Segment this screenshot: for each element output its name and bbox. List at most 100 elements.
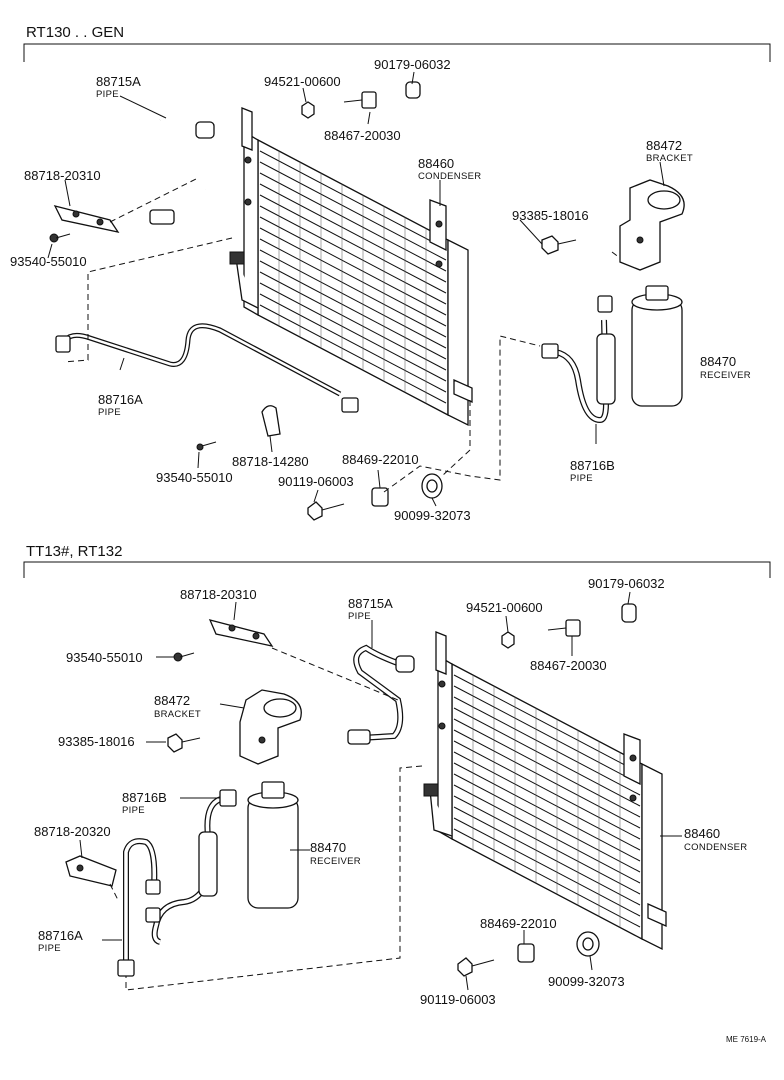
condenser-fin xyxy=(259,150,447,250)
part-number: 88470 xyxy=(310,840,346,855)
condenser-fin xyxy=(453,718,641,818)
part-number: 88716A xyxy=(38,928,83,943)
leader-line xyxy=(589,955,593,971)
pipe-88715a xyxy=(149,116,215,225)
leader-line xyxy=(109,883,119,901)
condenser-fin xyxy=(453,674,641,774)
condenser-fin xyxy=(259,227,447,327)
pipe-fitting xyxy=(423,783,439,797)
part-name: BRACKET xyxy=(154,709,201,720)
clamp-88718-20310 xyxy=(208,619,274,647)
collar-88469-22010 xyxy=(517,943,535,963)
section-bracket xyxy=(23,561,771,578)
leader-line xyxy=(431,497,437,507)
section-rt130: RT130 . . GEN xyxy=(10,24,771,523)
leader-line xyxy=(377,469,381,489)
section-title: TT13#, RT132 xyxy=(26,543,122,560)
drawing-code: ME 7619-A xyxy=(726,1035,767,1044)
leader-line xyxy=(119,357,125,371)
leader-line xyxy=(63,237,233,363)
bolt-93385-18016 xyxy=(541,235,577,255)
grommet-90179-06032 xyxy=(621,603,637,623)
condenser-fin xyxy=(259,271,447,371)
leader-line xyxy=(505,615,509,633)
part-number: 88467-20030 xyxy=(324,128,401,143)
bolt-90119-06003 xyxy=(457,957,495,977)
condenser-fin xyxy=(453,751,641,851)
condenser-fin xyxy=(453,784,641,884)
part-number: 90099-32073 xyxy=(394,508,471,523)
condenser-fin xyxy=(453,773,641,873)
condenser-88460 xyxy=(435,631,667,951)
part-number: 93540-55010 xyxy=(66,650,143,665)
part-name: CONDENSER xyxy=(684,842,747,853)
part-number: 93385-18016 xyxy=(58,734,135,749)
pipe-88715a xyxy=(347,644,415,745)
part-number: 88460 xyxy=(418,156,454,171)
bracket-88472 xyxy=(239,689,302,765)
leader-line xyxy=(233,601,237,621)
bolt-90119-06003 xyxy=(307,501,345,521)
section-tt13-rt132: TT13#, RT132 xyxy=(23,543,771,1007)
part-name: PIPE xyxy=(122,805,145,816)
part-name: CONDENSER xyxy=(418,171,481,182)
condenser-fin xyxy=(453,740,641,840)
bolt-93540-55010 xyxy=(173,652,195,662)
part-number: 88469-22010 xyxy=(342,452,419,467)
condenser-fin xyxy=(259,172,447,272)
part-number: 88718-20310 xyxy=(180,587,257,602)
clamp-88718-20320 xyxy=(65,855,117,887)
part-number: 88718-14280 xyxy=(232,454,309,469)
leader-line xyxy=(64,179,71,207)
part-name: PIPE xyxy=(98,407,121,418)
condenser-outlet-pipe xyxy=(235,257,259,309)
part-number: 90179-06032 xyxy=(588,576,665,591)
part-number: 88718-20320 xyxy=(34,824,111,839)
part-number: 93540-55010 xyxy=(10,254,87,269)
nut-94521-00600 xyxy=(501,631,515,649)
condenser-fin xyxy=(453,795,641,895)
part-number: 90119-06003 xyxy=(278,474,354,489)
leader-line xyxy=(219,703,245,709)
part-number: 88716A xyxy=(98,392,143,407)
part-number: 94521-00600 xyxy=(264,74,341,89)
condenser-fin xyxy=(259,183,447,283)
leader-line xyxy=(627,591,631,605)
leader-line xyxy=(465,975,469,991)
bracket-88472 xyxy=(619,179,685,271)
leader-line xyxy=(197,451,200,469)
part-number: 88718-20310 xyxy=(24,168,101,183)
part-name: PIPE xyxy=(38,943,61,954)
leader-line xyxy=(79,839,83,859)
bolt-93385-18016 xyxy=(167,733,201,753)
part-number: 88715A xyxy=(96,74,141,89)
condenser-fin xyxy=(259,260,447,360)
bolt-93540-55010-b xyxy=(196,441,217,451)
part-number: 88472 xyxy=(646,138,682,153)
condenser-fin xyxy=(453,806,641,906)
nut-94521-00600 xyxy=(301,101,315,119)
pipe-88716b xyxy=(145,789,237,945)
pipe-88716a xyxy=(117,838,161,977)
part-number: 94521-00600 xyxy=(466,600,543,615)
condenser-fin xyxy=(453,707,641,807)
leader-line xyxy=(271,647,399,701)
leader-line xyxy=(269,435,273,453)
condenser-fin xyxy=(453,828,641,928)
part-number: 88716B xyxy=(570,458,615,473)
leader-line xyxy=(441,400,471,477)
part-number: 93385-18016 xyxy=(512,208,589,223)
grommet-90179-06032 xyxy=(405,81,421,99)
pipe-fitting xyxy=(229,251,245,265)
part-name: PIPE xyxy=(348,611,371,622)
part-number: 90179-06032 xyxy=(374,57,451,72)
leader-line xyxy=(659,161,665,187)
condenser-fin xyxy=(259,282,447,382)
section-bracket xyxy=(23,43,771,62)
part-name: PIPE xyxy=(570,473,593,484)
cushion-90099-32073 xyxy=(576,931,600,957)
condenser-fin xyxy=(259,205,447,305)
part-name: RECEIVER xyxy=(310,856,361,867)
part-number: 88469-22010 xyxy=(480,916,557,931)
